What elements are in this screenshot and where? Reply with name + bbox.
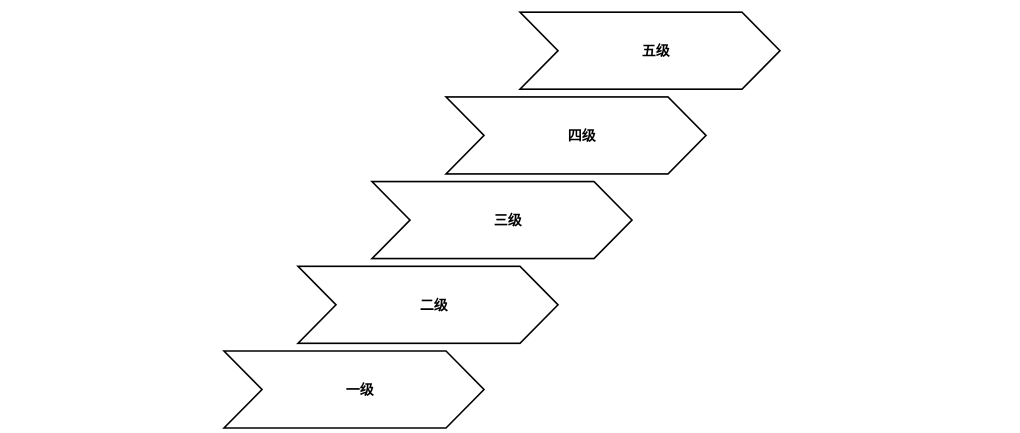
chevron-shape <box>222 350 486 429</box>
chevron-shape <box>370 180 634 260</box>
chevron-level-2: 二级 <box>296 265 560 345</box>
chevron-shape <box>518 11 782 90</box>
chevron-label: 二级 <box>420 297 449 314</box>
chevron-level-5: 五级 <box>518 11 782 90</box>
chevron-label: 三级 <box>494 212 523 229</box>
chevron-label: 五级 <box>642 43 671 60</box>
chevron-shape <box>444 96 708 175</box>
chevron-label: 一级 <box>346 382 375 399</box>
chevron-level-1: 一级 <box>222 350 486 429</box>
chevron-shape <box>296 265 560 345</box>
chevron-level-4: 四级 <box>444 96 708 175</box>
chevron-level-3: 三级 <box>370 180 634 260</box>
chevron-label: 四级 <box>568 127 597 144</box>
